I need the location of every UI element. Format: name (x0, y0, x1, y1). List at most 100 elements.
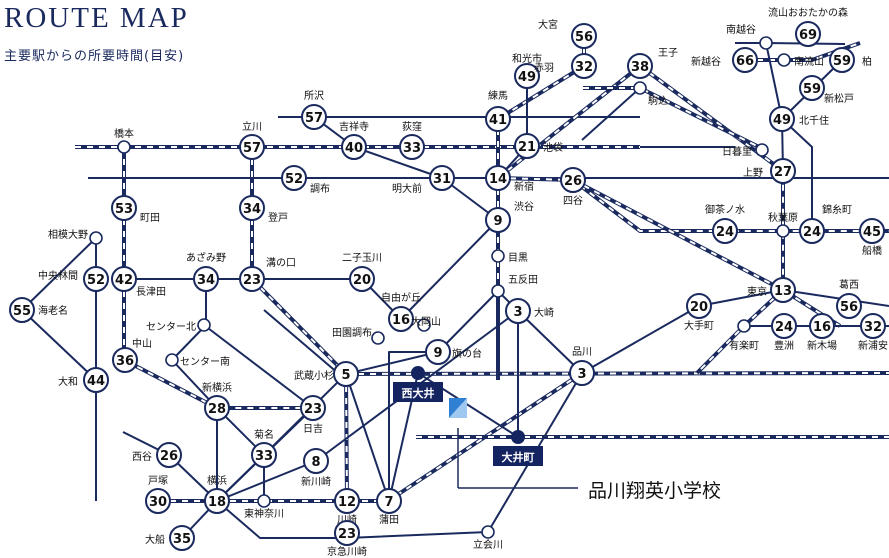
station-dot (257, 494, 271, 508)
page-title: ROUTE MAP (4, 2, 189, 34)
station-time-circle (303, 448, 329, 474)
station-label: 長津田 (136, 286, 166, 298)
station-label: 豊洲 (774, 339, 794, 352)
station-time: 35 (173, 532, 191, 547)
station-time: 69 (799, 28, 817, 43)
station-time-circle (732, 47, 758, 73)
station-time-circle (569, 360, 595, 386)
station-time: 40 (345, 141, 363, 156)
station-label: 大宮 (538, 18, 558, 31)
station-time: 31 (433, 172, 451, 187)
station-dot (371, 331, 385, 345)
station-ueno: 27 上野 (743, 158, 796, 184)
station-time: 3 (513, 305, 522, 320)
station-label: 上野 (743, 167, 763, 179)
station-time-circle (333, 361, 359, 387)
station-time-circle (799, 218, 825, 244)
station-time-circle (505, 298, 531, 324)
station-time-circle (239, 195, 265, 221)
highlight-badge (393, 382, 443, 402)
station-label: 日吉 (303, 423, 323, 435)
station-time-circle (485, 165, 511, 191)
station-hashimoto: 橋本 (114, 127, 134, 154)
station-time-circle (485, 106, 511, 132)
station-label: 明大前 (392, 182, 422, 195)
station-time: 9 (493, 214, 502, 229)
station-time-circle (770, 158, 796, 184)
station-time: 24 (716, 225, 734, 240)
station-label: 北千住 (799, 114, 829, 127)
station-time: 3 (577, 367, 586, 382)
station-time: 8 (311, 455, 320, 470)
station-label: 有楽町 (729, 339, 759, 352)
station-time-circle (334, 488, 360, 514)
station-time: 49 (518, 70, 536, 85)
station-meguro: 目黒 (491, 249, 528, 264)
station-kichijoji: 40 吉祥寺 (339, 120, 369, 160)
station-time-circle (425, 339, 451, 365)
station-time: 44 (87, 374, 105, 389)
station-label: 相模大野 (48, 228, 88, 241)
station-label: センター南 (180, 355, 230, 368)
station-time: 53 (115, 202, 133, 217)
station-time: 34 (197, 273, 215, 288)
station-time-circle (145, 488, 171, 514)
highlight-badge (493, 446, 543, 466)
station-time: 45 (863, 225, 881, 240)
station-label: 菊名 (254, 428, 274, 441)
station-time-circle (627, 53, 653, 79)
station-label: 新木場 (807, 339, 837, 352)
station-time: 41 (489, 113, 507, 128)
station-label: 東京 (747, 285, 767, 298)
highlight-label: 大井町 (502, 450, 535, 464)
station-time: 28 (208, 402, 226, 417)
station-label: 御茶ノ水 (705, 203, 745, 216)
jr-line-segment (572, 178, 784, 292)
station-time-circle (341, 134, 367, 160)
station-time-circle (169, 525, 195, 551)
station-time-circle (829, 47, 855, 73)
station-akihabara: 秋葉原 (768, 211, 798, 238)
station-label: 柏 (862, 55, 872, 68)
station-dot (491, 249, 505, 263)
station-dot (737, 319, 751, 333)
station-centerminami: センター南 (165, 353, 230, 368)
station-label: 大和 (58, 375, 78, 388)
station-label: 吉祥寺 (339, 120, 369, 133)
jr-line-segment (583, 86, 766, 152)
station-komagome: 駒込 (633, 81, 668, 107)
station-dot (117, 140, 131, 154)
station-label: 立川 (242, 120, 262, 133)
station-time: 36 (116, 354, 134, 369)
station-time: 27 (774, 165, 792, 180)
station-time-circle (571, 53, 597, 79)
station-label: 流山おおたかの森 (768, 6, 848, 19)
station-time-circle (795, 21, 821, 47)
station-minaminagareyama: 南流山 (777, 53, 824, 68)
station-label: 練馬 (488, 89, 508, 102)
rail-line-segment (203, 324, 314, 409)
station-time-circle (799, 75, 825, 101)
rail-line-segment (497, 290, 700, 374)
station-label: 田園調布 (332, 326, 372, 339)
rail-line-segment (263, 309, 340, 375)
station-time-circle (770, 277, 796, 303)
station-time: 59 (803, 82, 821, 97)
station-label: 戸塚 (148, 475, 168, 487)
